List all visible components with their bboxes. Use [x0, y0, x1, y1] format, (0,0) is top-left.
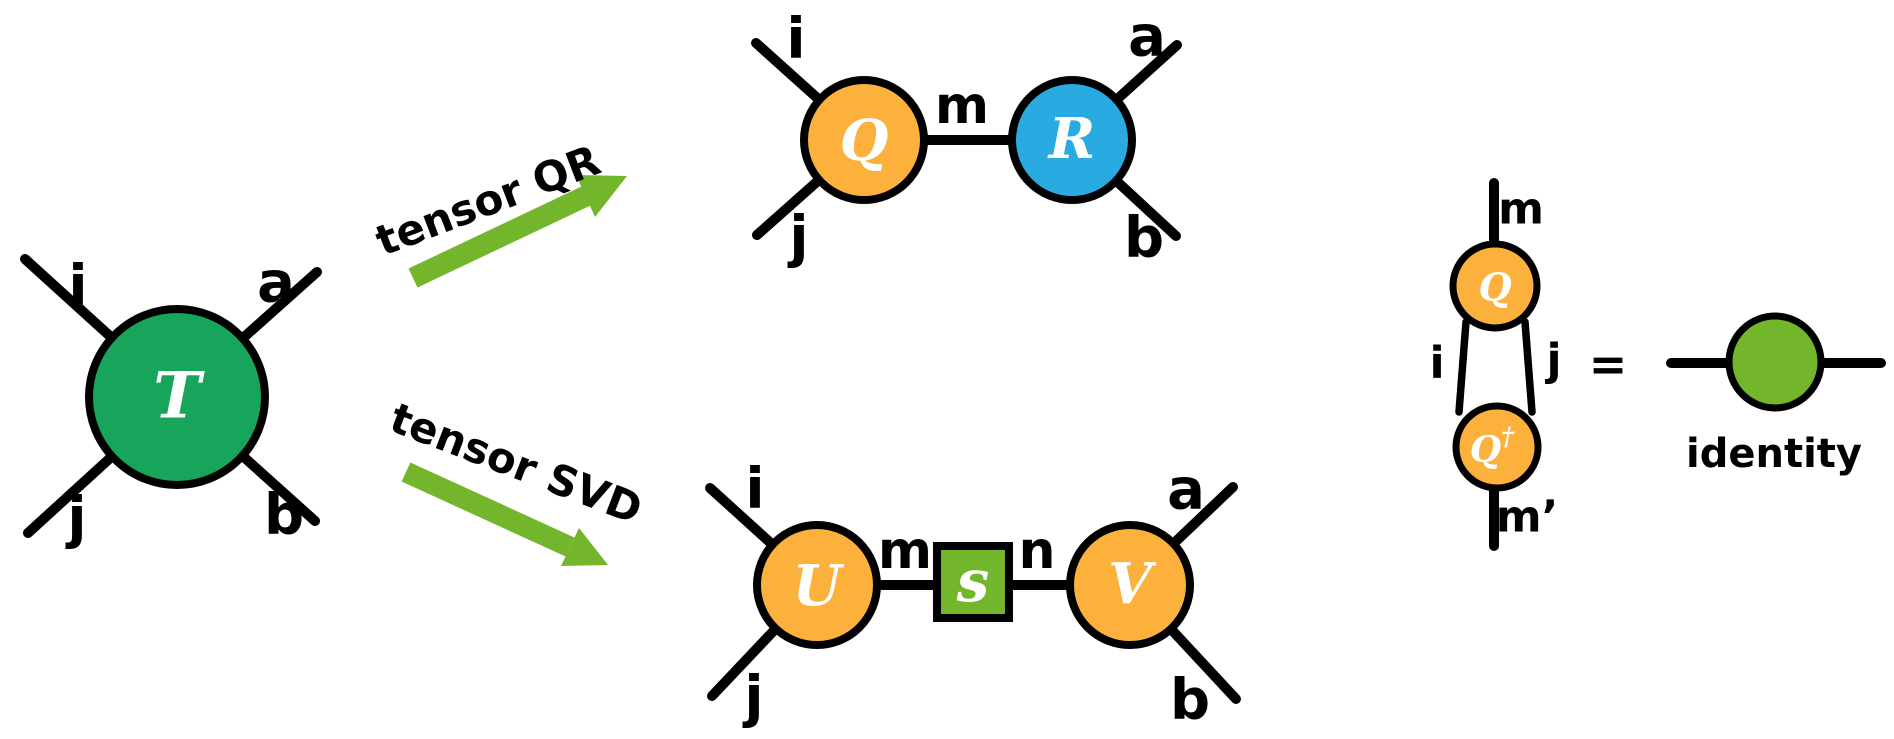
v-node	[1066, 521, 1194, 649]
qr-bond-m-label: m	[935, 76, 989, 136]
t-leg-i-label: i	[68, 254, 87, 319]
qr-leg-a-label: a	[1128, 5, 1166, 70]
identity-bond-i-label: i	[1429, 338, 1444, 389]
svd-arrow-head	[561, 528, 608, 566]
svd-leg-a-label: a	[1167, 458, 1205, 523]
qr-leg-j-label: j	[787, 205, 808, 270]
svd-leg-i-label: i	[745, 457, 764, 522]
identity-bottom-leg-label: m’	[1496, 492, 1559, 543]
identity-caption: identity	[1686, 431, 1862, 477]
svd-leg-b-label: b	[1170, 668, 1210, 733]
s-node	[933, 542, 1013, 622]
qr-arrow-shaft	[408, 186, 591, 288]
t-leg-a-label: a	[257, 251, 295, 316]
identity-q-dagger-node-label: Q†	[1470, 422, 1515, 472]
identity-result-node	[1725, 312, 1825, 412]
identity-equation-group: Q Q† m i j m’ = identity	[1429, 178, 1886, 551]
dagger-superscript: †	[1501, 422, 1515, 451]
r-node	[1008, 76, 1136, 204]
q-dagger-letter: Q	[1470, 429, 1501, 471]
svd-result-group: U s V i j a b m n	[705, 457, 1241, 733]
t-node-label: T	[153, 359, 205, 434]
qr-arrow-head	[576, 175, 627, 217]
identity-q-node	[1449, 240, 1541, 332]
r-node-label: R	[1047, 106, 1096, 172]
qr-leg-b-label: b	[1124, 206, 1164, 271]
identity-q-dagger-node	[1452, 402, 1542, 492]
identity-bond-j-wire	[1521, 318, 1536, 416]
tensor-qr-arrow-group: tensor QR	[369, 135, 627, 288]
qr-leg-i-label: i	[786, 7, 805, 72]
svd-bond-n-label: n	[1018, 521, 1055, 581]
t-tensor-group: T i a j b	[20, 251, 322, 551]
s-node-label: s	[956, 547, 990, 615]
t-leg-j-label: j	[65, 486, 86, 551]
identity-top-leg-label: m	[1498, 184, 1544, 235]
t-leg-b-label: b	[264, 483, 304, 548]
q-node-label: Q	[840, 108, 889, 174]
identity-bond-i-wire	[1455, 318, 1470, 416]
v-node-label: V	[1108, 551, 1157, 617]
tensor-svd-arrow-group: tensor SVD	[384, 393, 649, 566]
identity-bond-j-label: j	[1544, 335, 1561, 386]
svd-arrow-shaft	[401, 462, 575, 557]
t-node	[85, 305, 269, 489]
q-node	[800, 76, 928, 204]
identity-q-node-label: Q	[1478, 265, 1511, 310]
u-node	[753, 521, 881, 649]
svd-leg-j-label: j	[742, 665, 763, 730]
qr-result-group: Q R i j a b m	[751, 5, 1182, 271]
equals-sign: =	[1589, 337, 1628, 391]
u-node-label: U	[793, 553, 845, 619]
svd-bond-m-label: m	[878, 521, 932, 581]
